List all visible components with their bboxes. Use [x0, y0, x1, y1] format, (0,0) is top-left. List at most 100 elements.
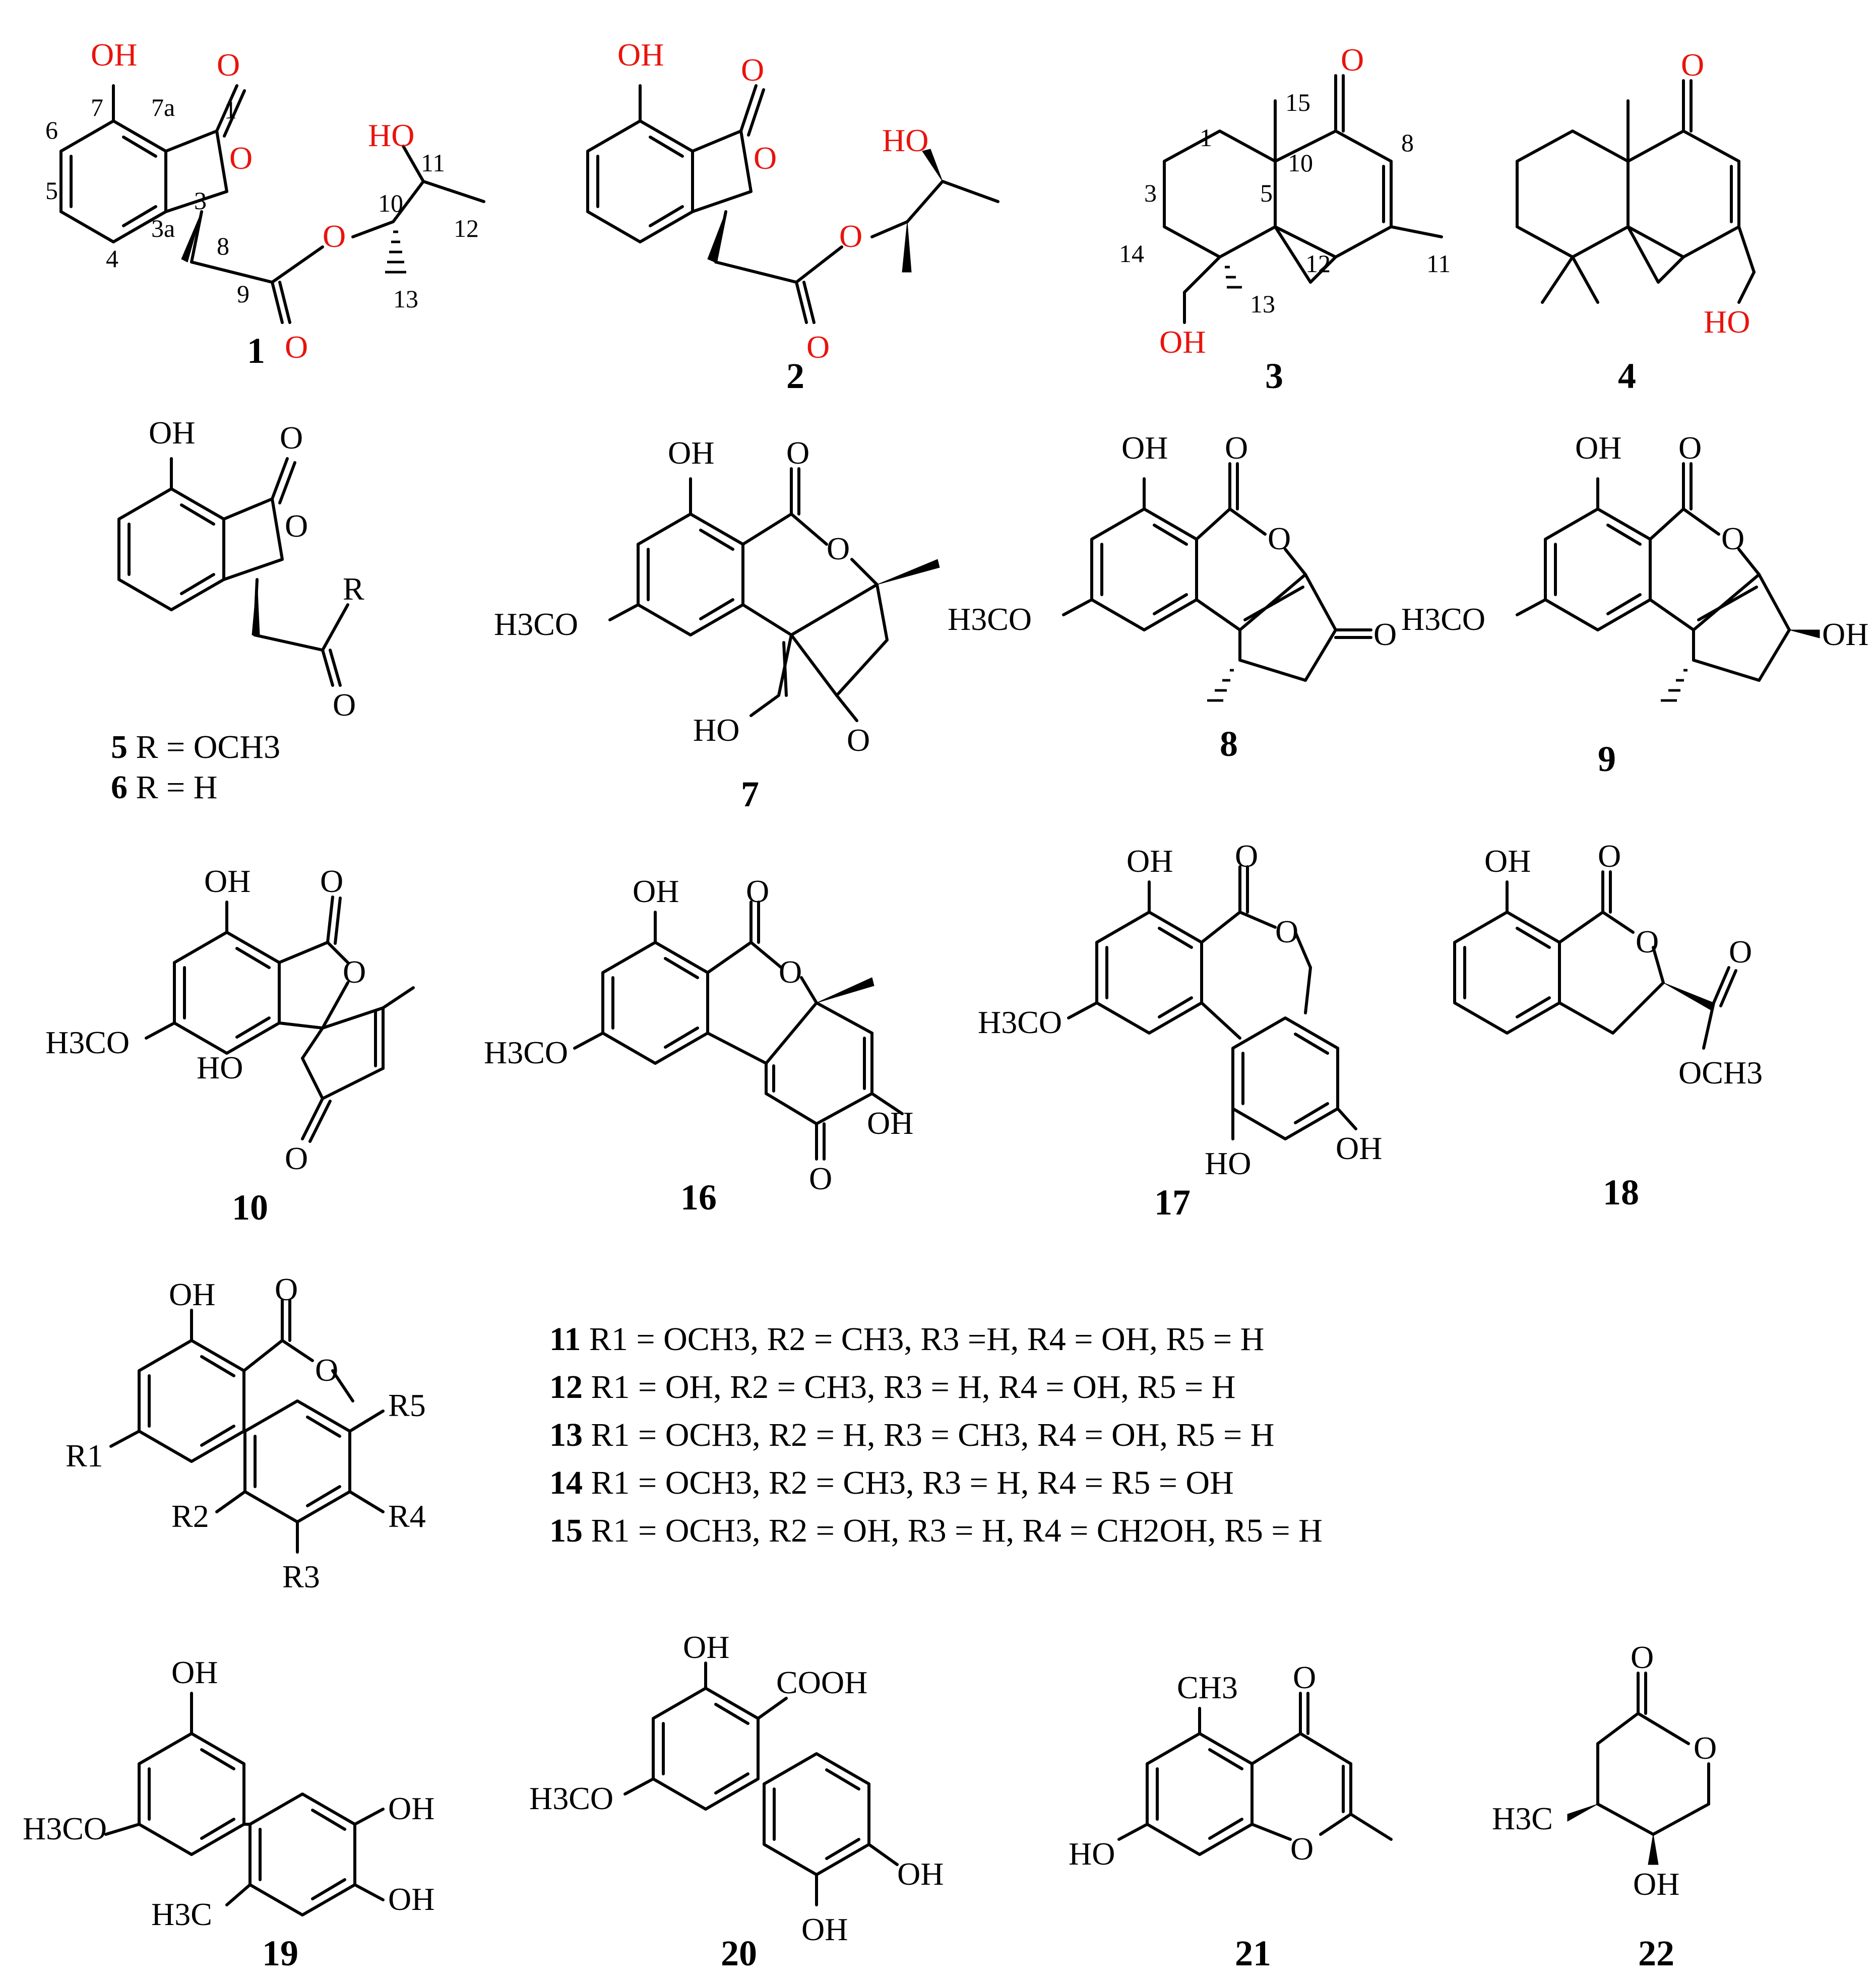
compound-16: OH O O H3CO OH O 16 [484, 873, 913, 1218]
label-r3: R3 [282, 1559, 320, 1594]
atom-number: 8 [217, 232, 229, 260]
atom-number: 1 [1200, 123, 1212, 152]
label-oh: OH [1336, 1130, 1382, 1166]
label-h3co: H3CO [978, 1004, 1062, 1040]
label-oh: OH [668, 435, 714, 471]
atom-number: 13 [1250, 290, 1275, 318]
label-o: O [1681, 47, 1704, 83]
atom-number: 3 [194, 186, 207, 215]
atom-number: 10 [378, 189, 403, 217]
label-oh: OH [683, 1629, 729, 1665]
label-o: O [1268, 521, 1291, 556]
label-oh: OH [149, 415, 195, 451]
label-oh: OH [1575, 430, 1621, 466]
compound-number: 20 [721, 1933, 757, 1973]
atom-number: 12 [1305, 249, 1331, 278]
label-o: O [1341, 42, 1364, 78]
compound-number: 8 [1220, 724, 1238, 764]
label-h3c: H3C [151, 1896, 212, 1932]
label-o: O [1721, 521, 1744, 556]
compound-11-15-scaffold: OH O O R1 R2 R3 R4 R5 [66, 1271, 426, 1594]
r-group-row-13: 13 R1 = OCH3, R2 = H, R3 = CH3, R4 = OH,… [549, 1417, 1275, 1453]
label-o: O [1290, 1831, 1314, 1867]
label-o: O [839, 218, 862, 254]
label-o: O [285, 508, 308, 544]
label-oh: OH [867, 1105, 913, 1141]
label-o: O [275, 1271, 298, 1307]
atom-number: 11 [1426, 249, 1451, 278]
label-o: O [1729, 934, 1752, 970]
r-group-row-11: 11 R1 = OCH3, R2 = CH3, R3 =H, R4 = OH, … [549, 1321, 1265, 1358]
label-h3co: H3CO [529, 1780, 613, 1816]
atom-number: 7 [91, 93, 103, 121]
label-o: O [285, 1140, 308, 1176]
label-ho: HO [1069, 1836, 1115, 1872]
label-ho: HO [368, 117, 414, 153]
label-o: O [1631, 1639, 1654, 1675]
atom-number: 8 [1401, 129, 1414, 157]
atom-number: 9 [237, 280, 249, 308]
label-o: O [1678, 430, 1702, 466]
label-oh: OH [169, 1276, 215, 1312]
label-h3co: H3CO [23, 1811, 107, 1846]
compound-1: OH O O O O HO 7 7a 1 6 5 3 3a 4 8 9 10 1… [45, 37, 485, 371]
label-o: O [315, 1352, 338, 1388]
compound-7: OH O O H3CO HO O 7 [494, 435, 940, 814]
label-o: O [320, 863, 343, 899]
compound-19: OH H3CO OH OH H3C 19 [23, 1654, 434, 1973]
label-ch3: CH3 [1177, 1670, 1238, 1705]
label-o: O [1694, 1730, 1717, 1766]
compound-5-6: OH O O R O [119, 415, 364, 723]
atom-number: 14 [1119, 239, 1144, 268]
label-oh: OH [801, 1911, 848, 1947]
atom-number: 3 [1144, 179, 1157, 207]
label-o: O [217, 47, 240, 83]
label-cooh: COOH [776, 1665, 867, 1700]
compound-10: OH O O H3CO HO O 10 [45, 863, 415, 1228]
label-ho: HO [197, 1050, 243, 1085]
r-group-row-12: 12 R1 = OH, R2 = CH3, R3 = H, R4 = OH, R… [549, 1369, 1236, 1405]
compound-number: 7 [741, 774, 759, 814]
label-o: O [1235, 838, 1258, 874]
r-group-row-14: 14 R1 = OCH3, R2 = CH3, R3 = H, R4 = R5 … [549, 1464, 1234, 1501]
atom-number: 6 [45, 116, 58, 144]
label-o: O [1225, 430, 1248, 466]
label-r1: R1 [66, 1438, 103, 1474]
compound-4: O HO 4 [1516, 47, 1756, 396]
label-o: O [827, 531, 850, 566]
compound-3: O OH 15 1 10 8 3 5 14 12 11 13 3 [1119, 42, 1451, 396]
compound-21: CH3 O O HO 21 [1069, 1659, 1393, 1973]
label-oh: OH [1121, 430, 1168, 466]
atom-number: 5 [45, 176, 58, 205]
label-oh: OH [1822, 616, 1868, 652]
label-oh: OH [1633, 1866, 1679, 1902]
label-o: O [746, 873, 769, 909]
label-o: O [229, 140, 253, 176]
compound-number: 2 [786, 356, 804, 396]
label-h3c: H3C [1492, 1801, 1553, 1836]
compound-number: 22 [1638, 1933, 1674, 1973]
label-oh: OH [171, 1654, 218, 1690]
label-h3co: H3CO [494, 606, 578, 642]
label-o: O [323, 218, 346, 254]
compound-20: OH COOH H3CO OH OH 20 [529, 1629, 944, 1973]
compound-number: 16 [680, 1177, 717, 1218]
label-h3co: H3CO [484, 1035, 568, 1070]
label-o: O [786, 435, 809, 471]
compound-number: 17 [1154, 1182, 1191, 1223]
label-o: O [847, 722, 870, 758]
compound-number: 3 [1265, 356, 1283, 396]
compound-6-legend: 6 R = H [111, 769, 218, 806]
label-oh: OH [1484, 843, 1531, 879]
atom-number: 4 [106, 244, 118, 273]
label-o: O [1636, 924, 1659, 959]
label-o: O [779, 954, 802, 990]
compound-number: 18 [1603, 1172, 1639, 1212]
label-ho: HO [882, 122, 928, 158]
compound-number: 1 [247, 331, 265, 371]
label-o: O [809, 1161, 832, 1196]
atom-number: 3a [151, 214, 175, 242]
label-h3co: H3CO [45, 1025, 130, 1060]
atom-number: 5 [1260, 179, 1273, 207]
